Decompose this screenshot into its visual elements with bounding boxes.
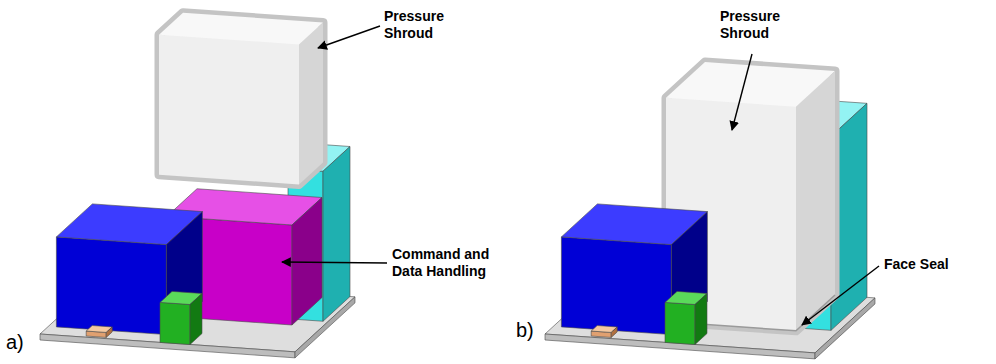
front-components bbox=[561, 204, 707, 345]
panel-label: a) bbox=[6, 330, 24, 354]
part-label: Pressure Shroud bbox=[720, 8, 804, 42]
leader-line bbox=[282, 262, 387, 263]
part-label: Face Seal bbox=[884, 256, 949, 273]
leader-line bbox=[318, 26, 380, 48]
pressure-shroud bbox=[159, 13, 323, 185]
part-label: Command and Data Handling bbox=[392, 246, 504, 280]
part-label: Pressure Shroud bbox=[384, 8, 468, 42]
front-components bbox=[56, 204, 202, 345]
leader-line bbox=[732, 54, 752, 130]
panel-label: b) bbox=[516, 318, 534, 342]
leader-line bbox=[802, 266, 879, 325]
